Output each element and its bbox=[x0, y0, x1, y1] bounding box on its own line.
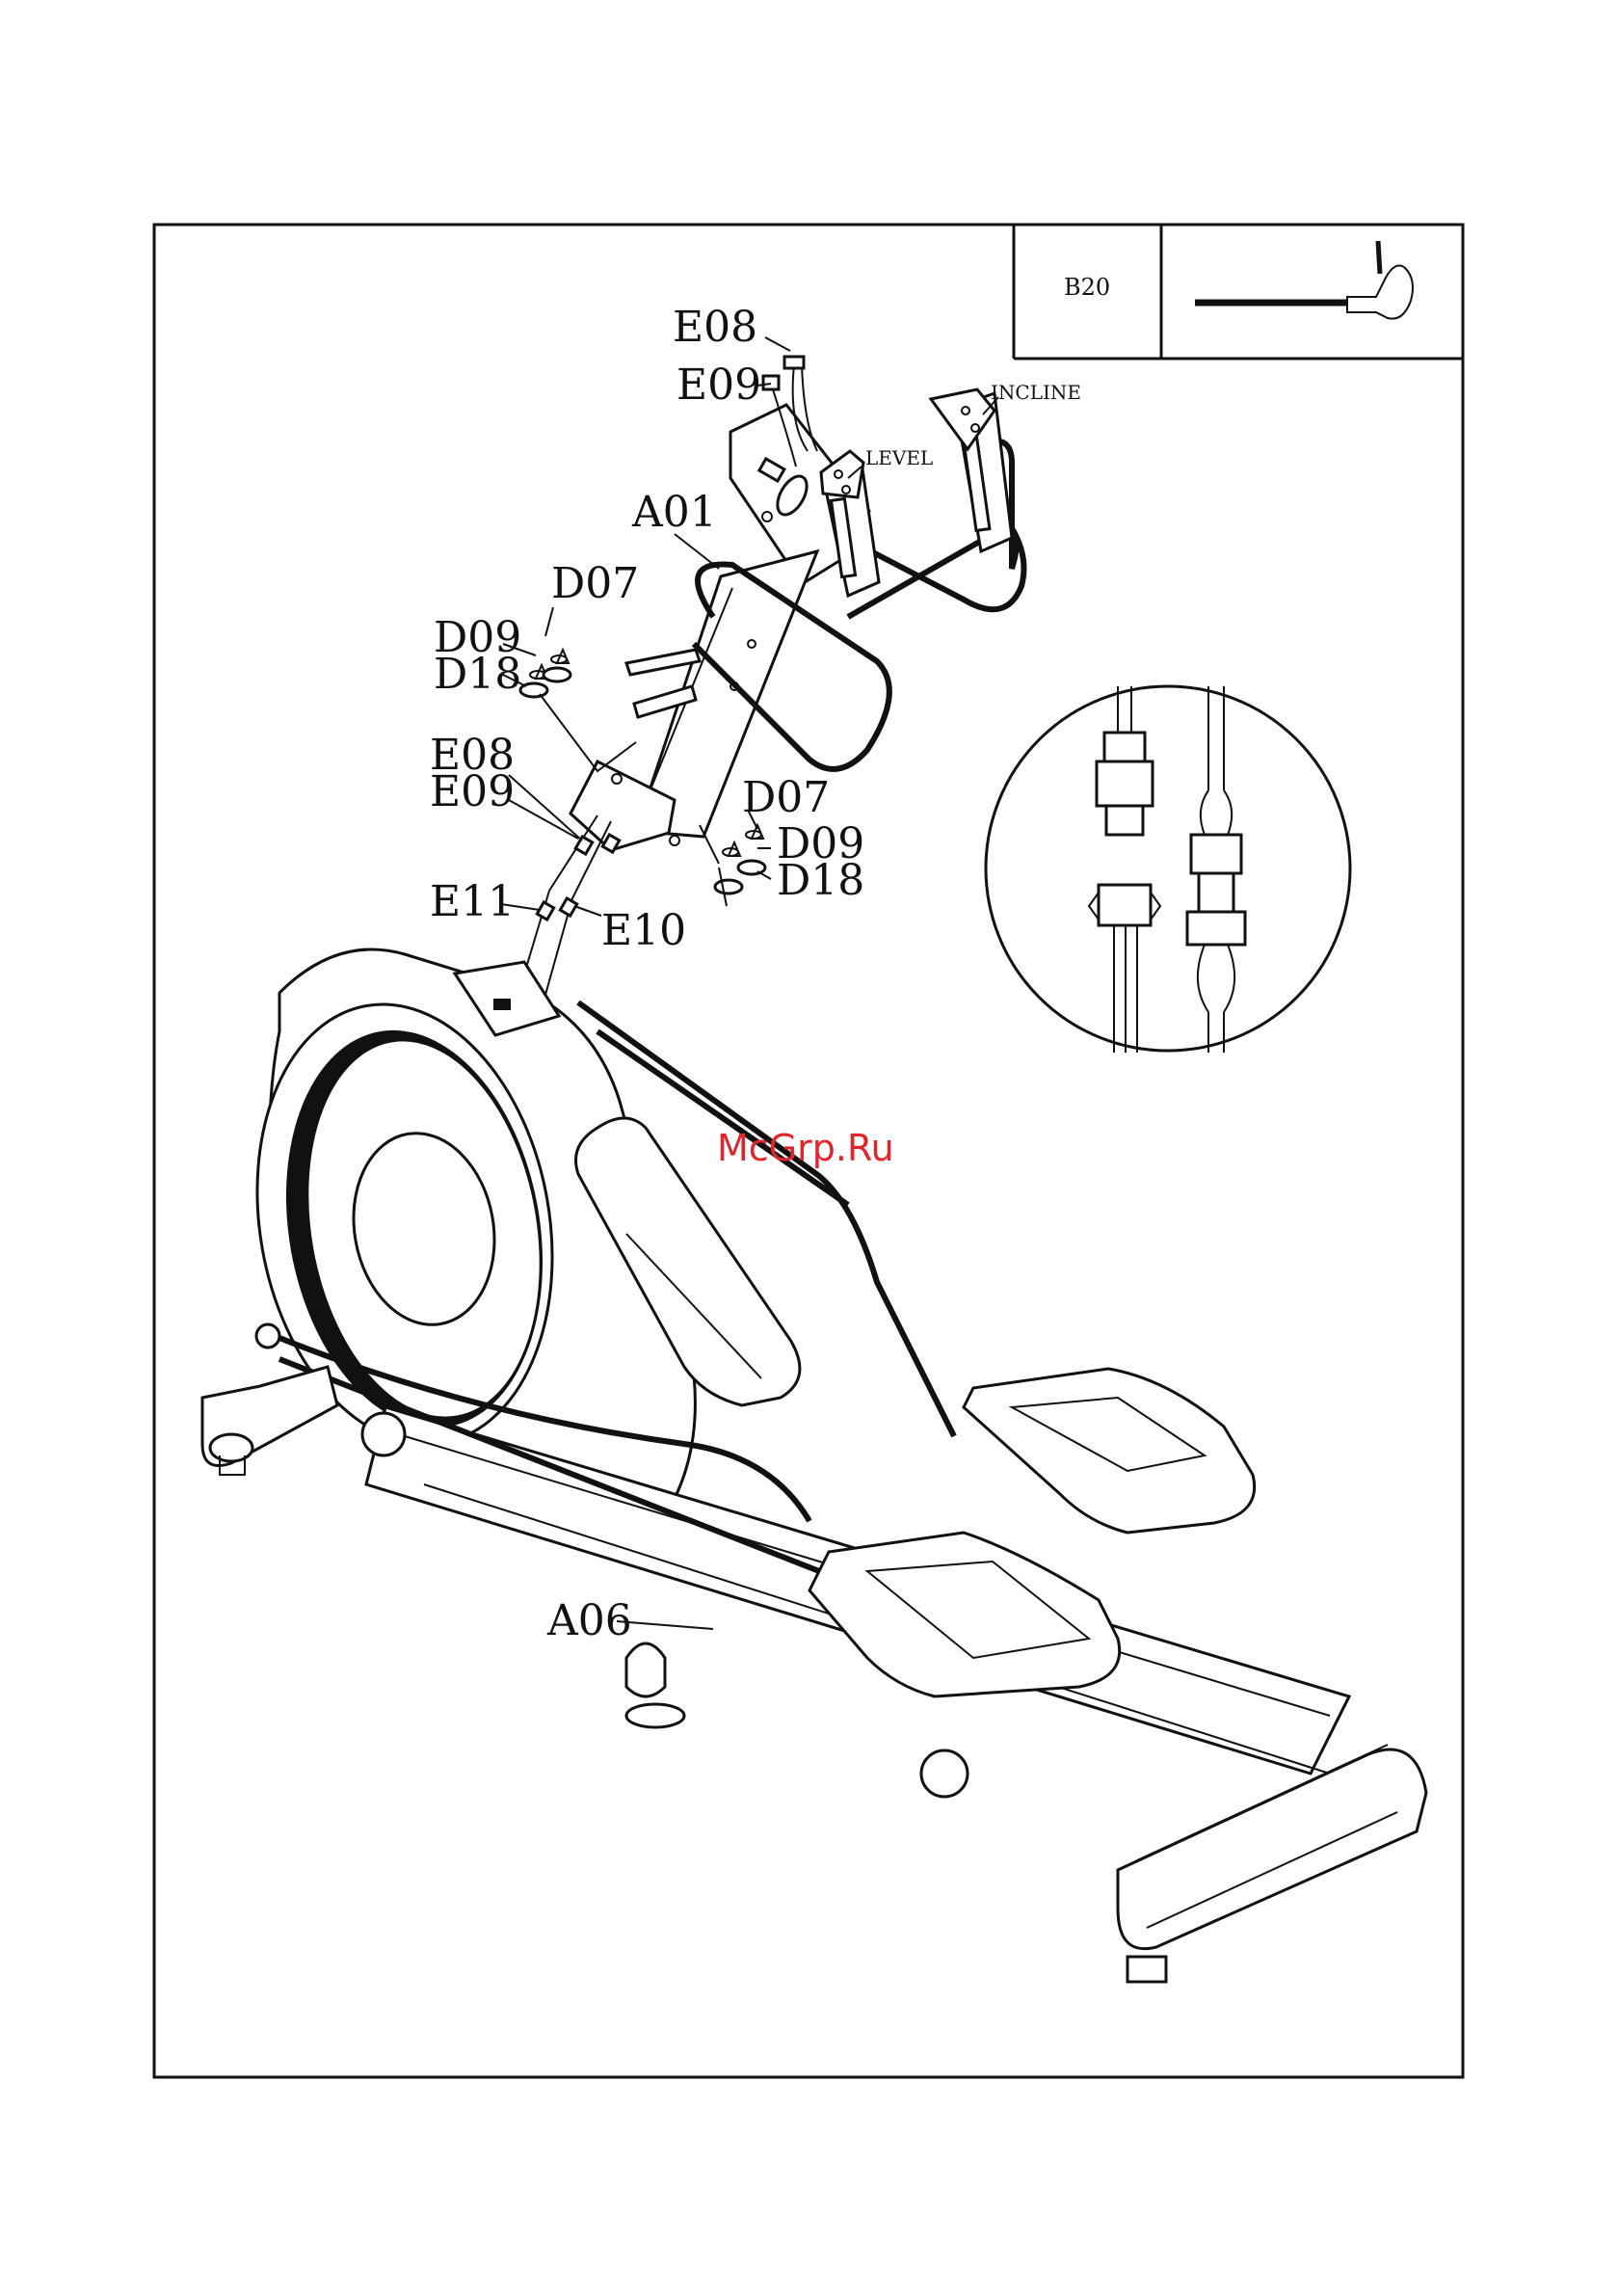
label-incline: INCLINE bbox=[991, 381, 1081, 404]
middle-wires bbox=[520, 815, 620, 995]
label-e10: E10 bbox=[601, 906, 686, 955]
label-e09-mid: E09 bbox=[430, 767, 515, 816]
label-e08-top: E08 bbox=[673, 303, 757, 352]
label-e09-top: E09 bbox=[676, 360, 761, 410]
tool-box: B20 bbox=[1014, 225, 1463, 359]
allen-key-icon bbox=[1195, 241, 1413, 319]
elliptical-main-unit bbox=[202, 949, 1426, 1982]
label-a06: A06 bbox=[546, 1596, 632, 1645]
label-d07-left: D07 bbox=[551, 559, 639, 608]
label-level: LEVEL bbox=[865, 446, 933, 469]
bolt-set-left bbox=[520, 650, 636, 771]
label-e11: E11 bbox=[430, 877, 515, 926]
label-d18-right: D18 bbox=[777, 856, 864, 905]
bolt-set-right bbox=[700, 825, 765, 906]
tool-code-label: B20 bbox=[1064, 274, 1110, 301]
label-d07-right: D07 bbox=[742, 773, 830, 822]
label-d18-left: D18 bbox=[434, 650, 521, 699]
label-a01: A01 bbox=[631, 488, 717, 537]
watermark: McGrp.Ru bbox=[717, 1127, 894, 1169]
connector-detail-inset bbox=[986, 686, 1350, 1053]
